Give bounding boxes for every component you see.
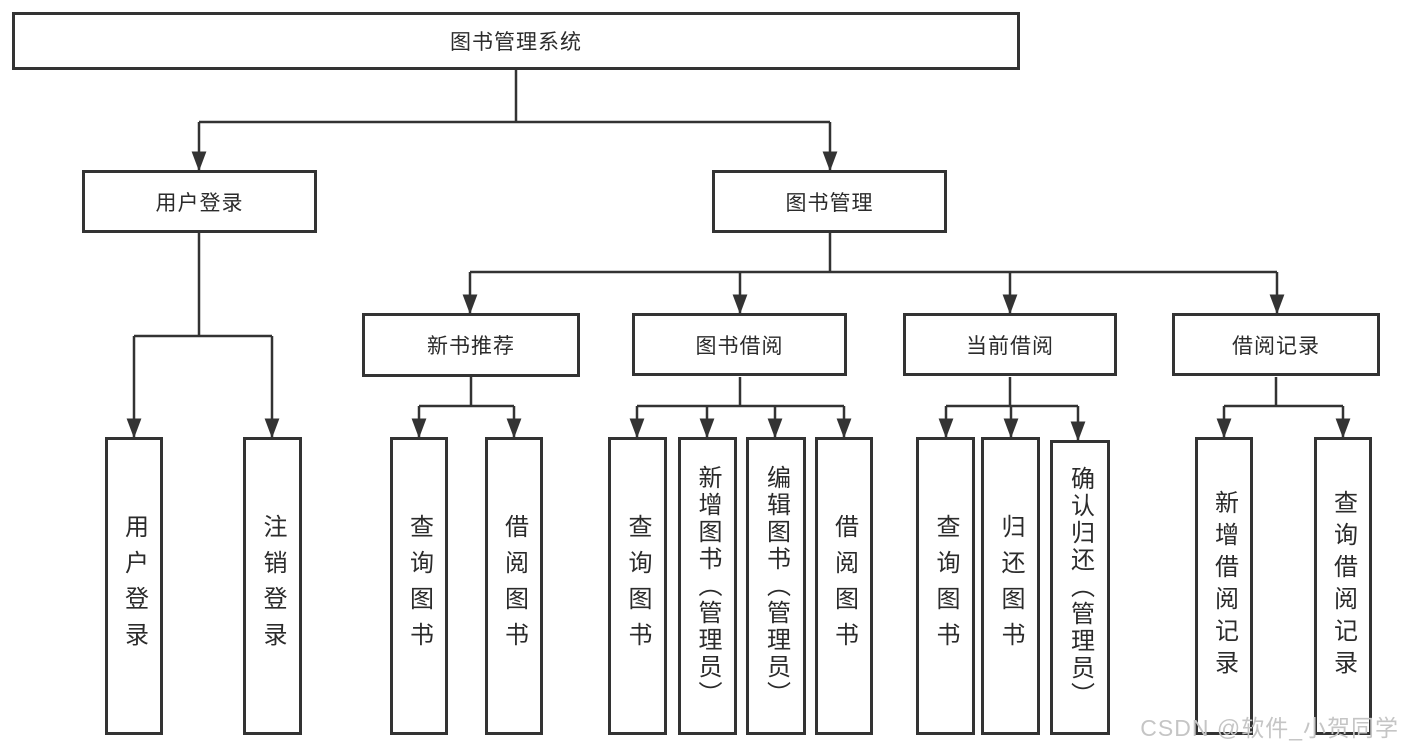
node-library-management-system: 图书管理系统 bbox=[12, 12, 1020, 70]
node-query-borrow-record: 查询借阅记录 bbox=[1314, 437, 1372, 735]
node-query-books-3: 查询图书 bbox=[916, 437, 975, 735]
node-book-borrow: 图书借阅 bbox=[632, 313, 847, 376]
node-query-books-2: 查询图书 bbox=[608, 437, 667, 735]
node-current-borrow: 当前借阅 bbox=[903, 313, 1117, 376]
node-borrow-books-1: 借阅图书 bbox=[485, 437, 543, 735]
node-confirm-return-admin: 确认归还（管理员） bbox=[1050, 440, 1110, 735]
node-new-book-recommend: 新书推荐 bbox=[362, 313, 580, 377]
node-edit-book-admin: 编辑图书（管理员） bbox=[746, 437, 806, 735]
watermark: CSDN @软件_小贺同学 bbox=[1140, 715, 1399, 741]
node-user-login-leaf: 用户登录 bbox=[105, 437, 163, 735]
node-borrow-records: 借阅记录 bbox=[1172, 313, 1380, 376]
node-user-login-branch: 用户登录 bbox=[82, 170, 317, 233]
node-return-book: 归还图书 bbox=[981, 437, 1040, 735]
connector-arrows bbox=[126, 122, 1351, 442]
node-book-management-branch: 图书管理 bbox=[712, 170, 947, 233]
connector-lines bbox=[134, 70, 1343, 408]
node-add-borrow-record: 新增借阅记录 bbox=[1195, 437, 1253, 735]
node-logout-leaf: 注销登录 bbox=[243, 437, 302, 735]
node-query-books-1: 查询图书 bbox=[390, 437, 448, 735]
node-borrow-books-2: 借阅图书 bbox=[815, 437, 873, 735]
node-add-book-admin: 新增图书（管理员） bbox=[678, 437, 737, 735]
